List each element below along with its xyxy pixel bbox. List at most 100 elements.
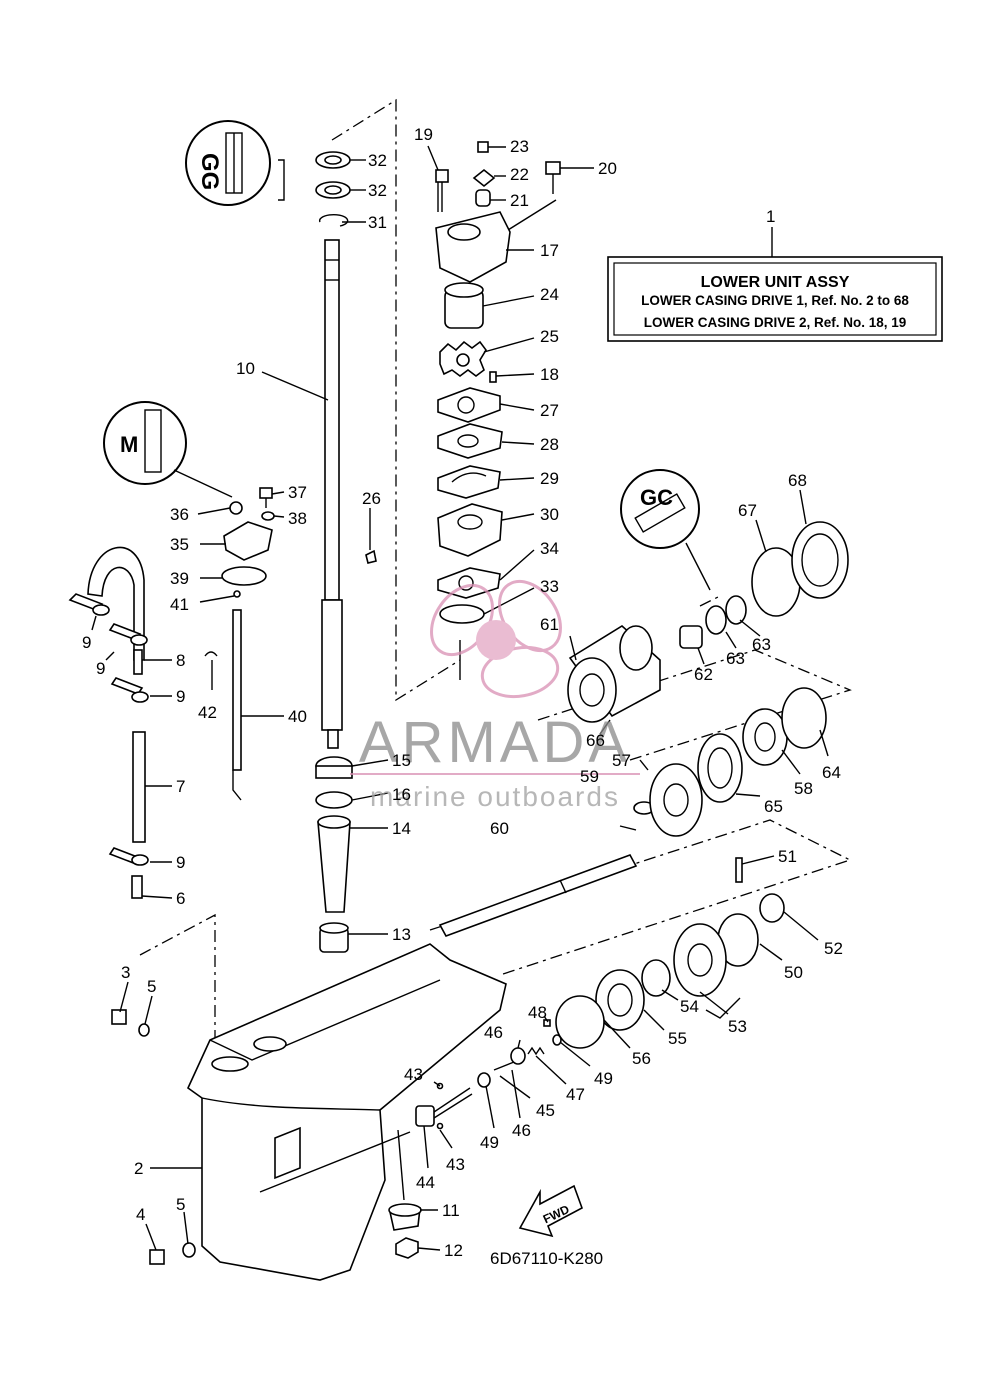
callout-50: 50 bbox=[784, 963, 803, 982]
callout-10: 10 bbox=[236, 359, 255, 378]
title-box: LOWER UNIT ASSY LOWER CASING DRIVE 1, Re… bbox=[607, 227, 943, 342]
callout-9c: 9 bbox=[176, 687, 185, 706]
callout-43a: 43 bbox=[404, 1065, 423, 1084]
svg-text:GC: GC bbox=[640, 485, 673, 510]
svg-text:M: M bbox=[120, 432, 138, 457]
callout-46b: 46 bbox=[512, 1121, 531, 1140]
callout-62: 62 bbox=[694, 665, 713, 684]
grease-inset-top: GG bbox=[185, 120, 285, 206]
shift-rod-group bbox=[204, 487, 275, 801]
callout-55: 55 bbox=[668, 1029, 687, 1048]
title-line-2: LOWER CASING DRIVE 2, Ref. No. 18, 19 bbox=[644, 315, 907, 330]
callout-13: 13 bbox=[392, 925, 411, 944]
propeller-logo-icon bbox=[430, 579, 562, 699]
callout-labels: 1 2 3 4 5 5 6 7 8 9 9 9 9 10 11 12 13 14… bbox=[82, 125, 843, 1260]
callout-67: 67 bbox=[738, 501, 757, 520]
callout-32a: 32 bbox=[368, 151, 387, 170]
callout-45: 45 bbox=[536, 1101, 555, 1120]
callout-35: 35 bbox=[170, 535, 189, 554]
grease-inset-shift: M bbox=[103, 401, 233, 498]
callout-43b: 43 bbox=[446, 1155, 465, 1174]
shift-plunger-group bbox=[415, 1019, 562, 1130]
callout-32b: 32 bbox=[368, 181, 387, 200]
bearing-housing-group bbox=[567, 521, 849, 723]
callout-51: 51 bbox=[778, 847, 797, 866]
callout-63a: 63 bbox=[726, 649, 745, 668]
callout-38: 38 bbox=[288, 509, 307, 528]
callout-1: 1 bbox=[766, 207, 775, 226]
callout-54: 54 bbox=[680, 997, 699, 1016]
callout-33: 33 bbox=[540, 577, 559, 596]
grease-inset-propshaft: GC bbox=[620, 469, 711, 591]
callout-21: 21 bbox=[510, 191, 529, 210]
callout-25: 25 bbox=[540, 327, 559, 346]
callout-42: 42 bbox=[198, 703, 217, 722]
callout-68: 68 bbox=[788, 471, 807, 490]
callout-34: 34 bbox=[540, 539, 559, 558]
callout-17: 17 bbox=[540, 241, 559, 260]
callout-30: 30 bbox=[540, 505, 559, 524]
callout-41: 41 bbox=[170, 595, 189, 614]
diagram-code: 6D67110-K280 bbox=[490, 1249, 603, 1268]
callout-5a: 5 bbox=[147, 977, 156, 996]
callout-52: 52 bbox=[824, 939, 843, 958]
callout-44: 44 bbox=[416, 1173, 435, 1192]
water-tube-group bbox=[68, 546, 149, 899]
callout-19: 19 bbox=[414, 125, 433, 144]
callout-56: 56 bbox=[632, 1049, 651, 1068]
callout-18: 18 bbox=[540, 365, 559, 384]
callout-59: 59 bbox=[580, 767, 599, 786]
callout-57: 57 bbox=[612, 751, 631, 770]
callout-3: 3 bbox=[121, 963, 130, 982]
callout-6: 6 bbox=[176, 889, 185, 908]
callout-60: 60 bbox=[490, 819, 509, 838]
callout-40: 40 bbox=[288, 707, 307, 726]
callout-24: 24 bbox=[540, 285, 559, 304]
armada-watermark: ARMADA marine outboards bbox=[350, 579, 640, 812]
callout-23: 23 bbox=[510, 137, 529, 156]
callout-16: 16 bbox=[392, 785, 411, 804]
callout-22: 22 bbox=[510, 165, 529, 184]
callout-47: 47 bbox=[566, 1085, 585, 1104]
callout-58: 58 bbox=[794, 779, 813, 798]
callout-9a: 9 bbox=[82, 633, 91, 652]
callout-9b: 9 bbox=[96, 659, 105, 678]
watermark-tagline: marine outboards bbox=[370, 781, 620, 812]
propeller-shaft-group bbox=[438, 687, 827, 1049]
callout-63b: 63 bbox=[752, 635, 771, 654]
callout-7: 7 bbox=[176, 777, 185, 796]
callout-8: 8 bbox=[176, 651, 185, 670]
fwd-arrow: FWD bbox=[518, 1184, 583, 1238]
callout-26: 26 bbox=[362, 489, 381, 508]
callout-64: 64 bbox=[822, 763, 841, 782]
callout-14: 14 bbox=[392, 819, 411, 838]
callout-9d: 9 bbox=[176, 853, 185, 872]
callout-29: 29 bbox=[540, 469, 559, 488]
callout-61: 61 bbox=[540, 615, 559, 634]
callout-53: 53 bbox=[728, 1017, 747, 1036]
watermark-brand: ARMADA bbox=[359, 710, 631, 775]
callout-28: 28 bbox=[540, 435, 559, 454]
title-line-1: LOWER CASING DRIVE 1, Ref. No. 2 to 68 bbox=[641, 293, 909, 308]
callout-2: 2 bbox=[134, 1159, 143, 1178]
callout-11: 11 bbox=[442, 1201, 460, 1220]
callout-5b: 5 bbox=[176, 1195, 185, 1214]
callout-4: 4 bbox=[136, 1205, 145, 1224]
svg-text:GG: GG bbox=[196, 153, 223, 190]
callout-46a: 46 bbox=[484, 1023, 503, 1042]
lower-casing bbox=[111, 943, 507, 1281]
callout-37: 37 bbox=[288, 483, 307, 502]
callout-27: 27 bbox=[540, 401, 559, 420]
callout-15: 15 bbox=[392, 751, 411, 770]
callout-31: 31 bbox=[368, 213, 387, 232]
callout-36: 36 bbox=[170, 505, 189, 524]
callout-49b: 49 bbox=[594, 1069, 613, 1088]
callout-49a: 49 bbox=[480, 1133, 499, 1152]
callout-65: 65 bbox=[764, 797, 783, 816]
callout-39: 39 bbox=[170, 569, 189, 588]
title-heading: LOWER UNIT ASSY bbox=[701, 274, 850, 291]
drive-shaft-assembly bbox=[315, 151, 377, 953]
pinion-group bbox=[388, 1129, 422, 1259]
leader-lines bbox=[91, 145, 829, 1251]
